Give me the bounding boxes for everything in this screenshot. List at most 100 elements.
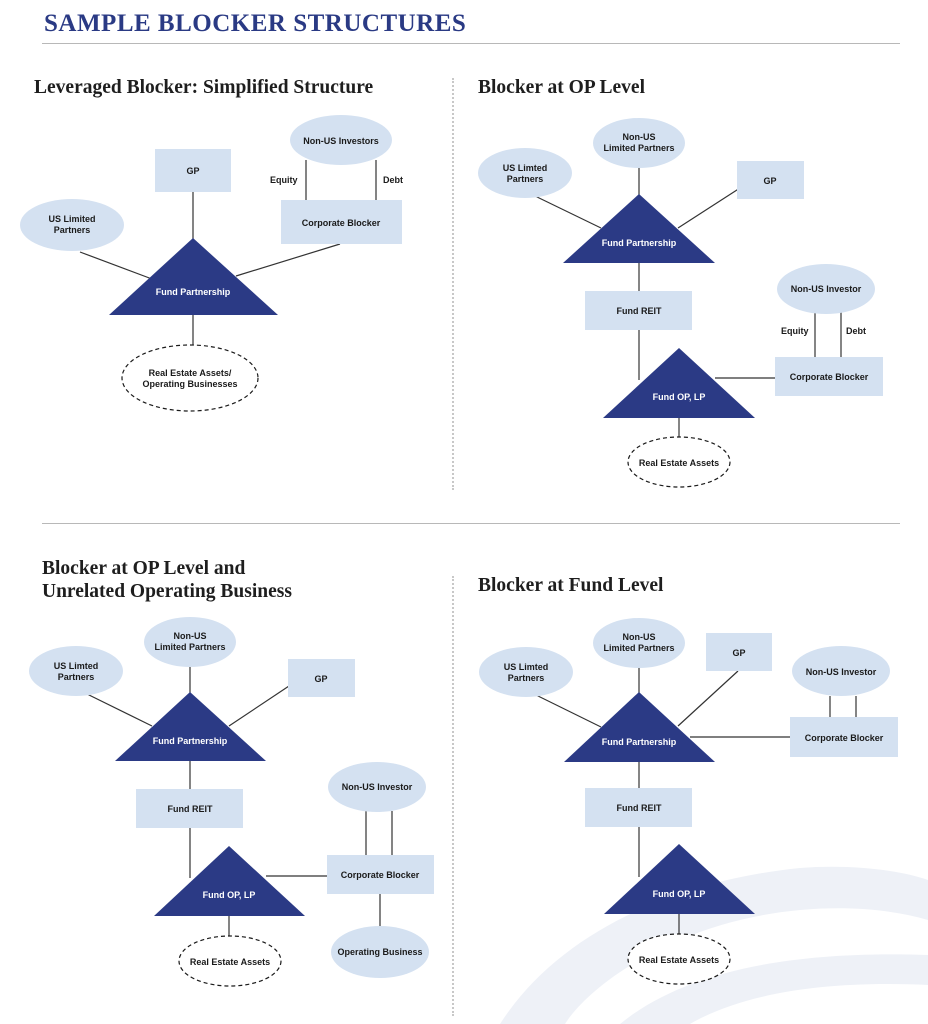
fund-op-label: Fund OP, LP [203, 890, 256, 900]
assets-label: Real Estate Assets [639, 458, 719, 468]
non-us-lp-label-1: Non-US [623, 632, 656, 642]
us-lp-label-2: Partners [508, 673, 545, 683]
diagram-blocker-op-operating: Non-US Limited Partners US Limted Partne… [29, 617, 434, 987]
debt-label: Debt [383, 175, 403, 185]
non-us-lp-label-2: Limited Partners [603, 143, 674, 153]
corporate-blocker-label: Corporate Blocker [302, 218, 381, 228]
panel-title-blocker-op-level: Blocker at OP Level [478, 77, 645, 98]
us-lp-label-2: Partners [58, 672, 95, 682]
non-us-investor-ellipse [777, 264, 875, 314]
us-lp-label-1: US Limted [54, 661, 99, 671]
assets-label-1: Real Estate Assets/ [149, 368, 232, 378]
fund-op-triangle [154, 846, 305, 916]
title-divider [42, 43, 900, 44]
diagram-blocker-fund-level: Non-US Limited Partners US Limted Partne… [479, 618, 898, 985]
corporate-blocker-label: Corporate Blocker [341, 870, 420, 880]
non-us-lp-ellipse [593, 118, 685, 168]
debt-label: Debt [846, 326, 866, 336]
fund-partnership-triangle [109, 238, 278, 315]
non-us-lp-label-1: Non-US [623, 132, 656, 142]
corporate-blocker-label: Corporate Blocker [805, 733, 884, 743]
section-divider [42, 523, 900, 524]
non-us-investor-label: Non-US Investor [806, 667, 877, 677]
non-us-investor-ellipse [792, 646, 890, 696]
non-us-lp-label-2: Limited Partners [154, 642, 225, 652]
gp-box [288, 659, 355, 697]
us-lp-ellipse [20, 199, 124, 251]
edge-uslp-fund [535, 694, 602, 728]
fund-partnership-triangle [564, 692, 715, 762]
panel-title-blocker-op-operating: Blocker at OP Level and Unrelated Operat… [42, 558, 292, 602]
fund-partnership-triangle [115, 692, 266, 761]
corporate-blocker-box [281, 200, 402, 244]
non-us-lp-label-1: Non-US [174, 631, 207, 641]
edge-gp-fund [677, 187, 741, 229]
assets-ellipse [121, 344, 259, 412]
edge-gp-fund [677, 670, 739, 727]
edge-gp-fund [228, 685, 290, 727]
fund-partnership-label: Fund Partnership [602, 238, 677, 248]
fund-op-triangle [604, 844, 755, 914]
gp-label: GP [763, 176, 776, 186]
non-us-investors-label: Non-US Investors [303, 136, 379, 146]
assets-ellipse [627, 933, 731, 985]
assets-label-2: Operating Businesses [142, 379, 237, 389]
corporate-blocker-box [327, 855, 434, 894]
fund-reit-label: Fund REIT [617, 803, 662, 813]
fund-partnership-label: Fund Partnership [153, 736, 228, 746]
corporate-blocker-box [775, 357, 883, 396]
gp-label: GP [314, 674, 327, 684]
equity-label: Equity [781, 326, 809, 336]
fund-partnership-label: Fund Partnership [156, 287, 231, 297]
gp-box [706, 633, 772, 671]
fund-reit-label: Fund REIT [617, 306, 662, 316]
us-lp-ellipse [479, 647, 573, 697]
fund-reit-box [585, 788, 692, 827]
fund-op-triangle [603, 348, 755, 418]
panel-title-leveraged-blocker: Leveraged Blocker: Simplified Structure [34, 77, 374, 98]
non-us-lp-ellipse [144, 617, 236, 667]
edge-uslp-fund [534, 195, 602, 229]
column-divider-bottom [452, 576, 454, 1016]
gp-box [737, 161, 804, 199]
gp-label: GP [186, 166, 199, 176]
us-lp-label-1: US Limted [503, 163, 548, 173]
assets-label: Real Estate Assets [639, 955, 719, 965]
non-us-investor-label: Non-US Investor [342, 782, 413, 792]
operating-business-ellipse [331, 926, 429, 978]
corporate-blocker-box [790, 717, 898, 757]
fund-reit-label: Fund REIT [168, 804, 213, 814]
diagram-blocker-op-level: Non-US Limited Partners US Limted Partne… [478, 118, 883, 488]
us-lp-label-2: Partners [507, 174, 544, 184]
fund-reit-box [136, 789, 243, 828]
column-divider-top [452, 78, 454, 490]
page-title: SAMPLE BLOCKER STRUCTURES [44, 10, 467, 37]
equity-label: Equity [270, 175, 298, 185]
us-lp-label-2: Partners [54, 225, 91, 235]
assets-ellipse [627, 436, 731, 488]
us-lp-label-1: US Limted [504, 662, 549, 672]
watermark-logo [500, 866, 928, 1024]
fund-op-label: Fund OP, LP [653, 392, 706, 402]
edge-uslp-fund [79, 251, 153, 280]
us-lp-ellipse [478, 148, 572, 198]
non-us-investor-label: Non-US Investor [791, 284, 862, 294]
gp-label: GP [732, 648, 745, 658]
assets-label: Real Estate Assets [190, 957, 270, 967]
fund-partnership-triangle [563, 194, 715, 263]
non-us-lp-label-2: Limited Partners [603, 643, 674, 653]
assets-ellipse [178, 935, 282, 987]
non-us-investor-ellipse [328, 762, 426, 812]
fund-partnership-label: Fund Partnership [602, 737, 677, 747]
diagram-leveraged-blocker: GP US Limited Partners Non-US Investors … [20, 115, 403, 412]
corporate-blocker-label: Corporate Blocker [790, 372, 869, 382]
fund-op-label: Fund OP, LP [653, 889, 706, 899]
fund-reit-box [585, 291, 692, 330]
us-lp-label-1: US Limited [48, 214, 95, 224]
non-us-lp-ellipse [593, 618, 685, 668]
gp-box [155, 149, 231, 192]
panel-title-blocker-fund-level: Blocker at Fund Level [478, 575, 664, 596]
non-us-investors-ellipse [290, 115, 392, 165]
operating-business-label: Operating Business [337, 947, 422, 957]
